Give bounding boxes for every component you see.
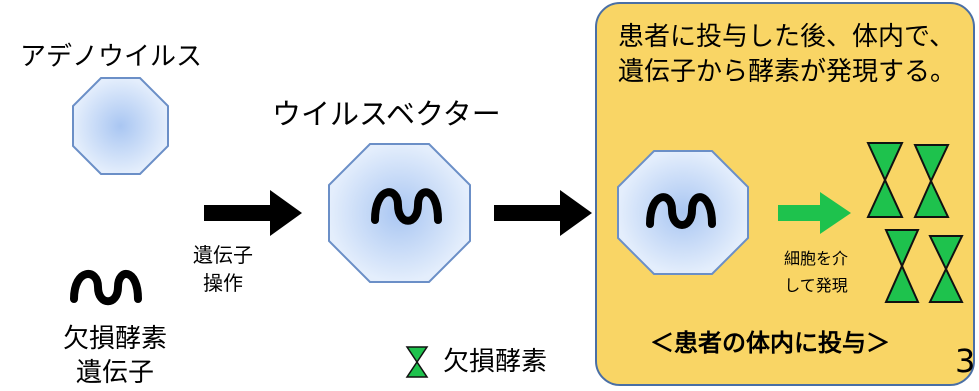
expression-line-1: 細胞を介 [783,249,848,268]
legend-label: 欠損酵素 [443,347,548,377]
adenovirus-octagon-icon [72,77,169,175]
right-arrow-icon [204,190,302,236]
deficient-enzyme-gene-line-1: 欠損酵素 [62,324,167,354]
patient-panel [595,2,975,386]
gene-manipulation-line-2: 操作 [203,271,243,295]
enzyme-hourglass-icon [866,142,904,218]
expression-arrow-icon [778,192,851,234]
deficient-enzyme-gene-line-2: 遺伝子 [75,358,154,388]
right-arrow-icon [494,190,592,236]
expression-line-2: して発現 [784,276,848,295]
enzyme-hourglass-icon [884,229,920,303]
panel-title: 患者に投与した後、体内で、遺伝子から酵素が発現する。 [618,22,957,87]
enzyme-hourglass-icon [928,235,964,303]
gene-manipulation-label: 遺伝子 操作 [193,241,253,297]
legend-enzyme-hourglass-icon [405,346,429,378]
administration-label: ＜患者の体内に投与＞ [650,329,890,357]
expression-label: 細胞を介 して発現 [764,245,868,299]
gene-manipulation-line-1: 遺伝子 [193,243,253,267]
deficient-enzyme-gene-label: 欠損酵素 遺伝子 [40,322,190,390]
viral-vector-label: ウイルスベクター [272,97,501,131]
enzyme-hourglass-icon [913,144,950,218]
patient-vector-octagon-icon [617,150,749,275]
patient-gene-wave-icon [646,193,716,229]
page-number: 3 [955,342,976,380]
vector-gene-wave-icon [371,188,442,225]
gene-wave-icon [70,270,142,306]
adenovirus-label: アデノウイルス [20,42,203,72]
